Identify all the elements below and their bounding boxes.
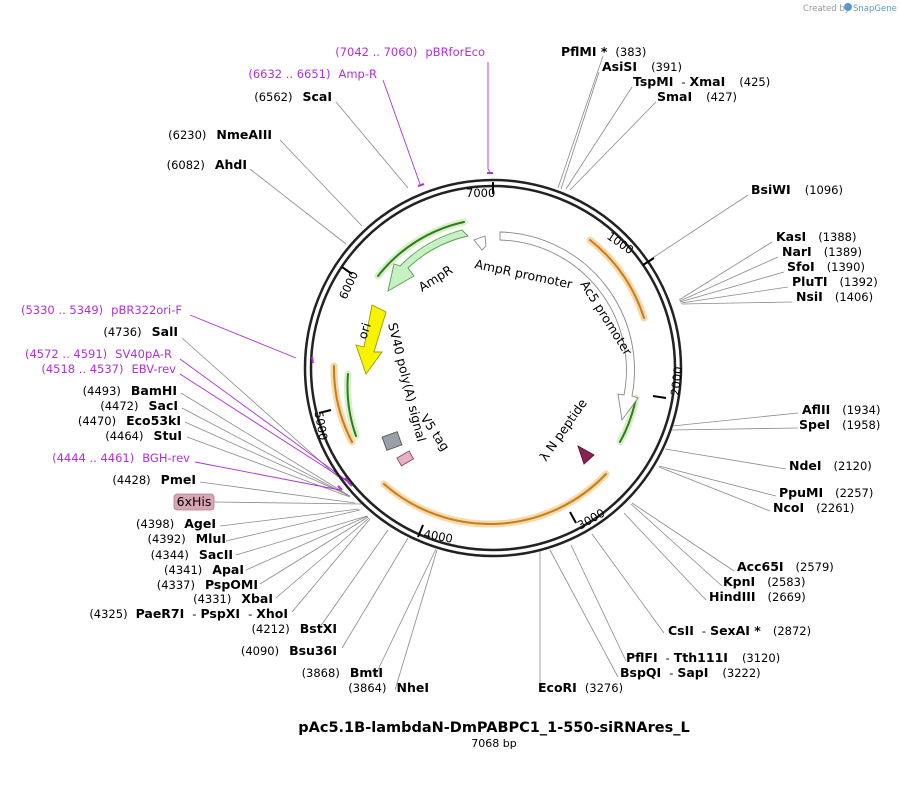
site-sali: (4736)SalI <box>103 324 178 339</box>
site-ecori: EcoRI(3276) <box>538 680 623 695</box>
site-nmeaiii: (6230)NmeAIII <box>168 127 272 142</box>
primer-bgh-rev: (4444 .. 4461)BGH-rev <box>52 451 190 465</box>
site-apai: (4341)ApaI <box>164 562 244 577</box>
ori-label: ori <box>355 321 374 341</box>
site-sacii: (4344)SacII <box>151 547 233 562</box>
site-ahdi: (6082)AhdI <box>167 157 247 172</box>
primer-leader-lines <box>179 62 491 491</box>
tick-label-5000: 5000 <box>312 410 331 441</box>
site-leader-lines <box>180 55 799 691</box>
site-kpni: KpnI(2583) <box>723 574 805 589</box>
site-bsiwi: BsiWI(1096) <box>751 182 843 197</box>
primer-amp-r: (6632 .. 6651)Amp-R <box>248 67 377 81</box>
primer-pbrforeco: (7042 .. 7060)pBRforEco <box>335 45 485 59</box>
site-asisi: AsiSI(391) <box>602 59 682 74</box>
site-saci: (4472)SacI <box>100 398 178 413</box>
site-labels-right: PflMI *(383) AsiSI(391) TspMI-XmaI(425) … <box>538 44 881 695</box>
site-ndei: NdeI(2120) <box>789 458 872 473</box>
site-eco53ki: (4470)Eco53kI <box>78 413 181 428</box>
site-ppumi: PpuMI(2257) <box>779 485 873 500</box>
primer-pbr322ori-f: (5330 .. 5349)pBR322ori-F <box>21 303 182 317</box>
site-nhei: (3864)NheI <box>348 680 429 695</box>
primer-labels: (7042 .. 7060)pBRforEco (6632 .. 6651)Am… <box>21 45 485 465</box>
site-smai: SmaI(427) <box>657 89 737 104</box>
ampr-promoter-label: AmpR promoter <box>473 256 574 292</box>
snapgene-logo-icon <box>844 3 852 11</box>
site-bamhi: (4493)BamHI <box>83 383 177 398</box>
site-agei: (4398)AgeI <box>136 516 216 531</box>
site-pflmi: PflMI *(383) <box>561 44 646 59</box>
lambda-n-arrow <box>577 445 595 465</box>
site-nari: NarI(1389) <box>782 244 862 259</box>
primer-markers <box>311 172 493 491</box>
ampr-feature-arrow <box>387 229 469 292</box>
site-bstxi: (4212)BstXI <box>252 621 337 636</box>
tick-label-2000: 2000 <box>668 366 685 397</box>
site-mlui: (4392)MluI <box>147 531 226 546</box>
site-bsu36i: (4090)Bsu36I <box>241 643 337 658</box>
site-stui: (4464)StuI <box>105 428 182 443</box>
ac5-promoter-arrow <box>499 231 639 422</box>
site-bmti: (3868)BmtI <box>302 665 383 680</box>
v5-tag-box <box>396 450 415 467</box>
tick-label-4000: 4000 <box>423 527 454 546</box>
site-sfoi: SfoI(1390) <box>787 259 865 274</box>
tick-marks <box>318 182 667 538</box>
site-nsii: NsiI(1406) <box>796 289 873 304</box>
credit-prefix: Created by <box>803 4 850 14</box>
his-tag-label: 6xHis <box>177 494 212 509</box>
plasmid-title: pAc5.1B-lambdaN-DmPABPC1_1-550-siRNAres_… <box>298 720 689 736</box>
tick-label-7000: 7000 <box>466 186 495 200</box>
site-pflfi-tth111i: PflFI-Tth111I(3120) <box>626 650 780 665</box>
sv40-polya-box <box>381 431 403 451</box>
plasmid-length: 7068 bp <box>471 737 516 750</box>
site-hindiii: HindIII(2669) <box>709 589 806 604</box>
ori-feature-arrow <box>355 304 387 375</box>
site-xbai: (4331)XbaI <box>193 591 273 606</box>
orf-arcs <box>330 236 648 528</box>
site-aflii: AflII(1934) <box>802 402 881 417</box>
credit-brand: SnapGene <box>853 4 897 14</box>
site-pluti: PluTI(1392) <box>792 274 878 289</box>
site-scai: (6562)ScaI <box>254 89 332 104</box>
site-pspomi: (4337)PspOMI <box>157 577 258 592</box>
site-csii-sexai: CsII-SexAI *(2872) <box>668 623 811 638</box>
site-acc65i: Acc65I(2579) <box>737 559 834 574</box>
tick-label-6000: 6000 <box>336 269 361 301</box>
site-paer7i-pspxi-xhoi: (4325)PaeR7I-PspXI-XhoI <box>89 606 288 621</box>
site-tspmi-xmai: TspMI-XmaI(425) <box>633 74 770 89</box>
his-leader <box>213 501 363 505</box>
backbone-outer <box>303 178 683 558</box>
site-pmei: (4428)PmeI <box>112 472 196 487</box>
primer-ebv-rev: (4518 .. 4537)EBV-rev <box>41 362 176 376</box>
site-spei: SpeI(1958) <box>799 417 880 432</box>
site-kasi: KasI(1388) <box>776 229 856 244</box>
site-labels-left: (3864)NheI (3868)BmtI (4090)Bsu36I (4212… <box>78 89 429 695</box>
ampr-label: AmpR <box>416 262 456 295</box>
ampr-promoter-arrow <box>473 235 487 251</box>
site-bspqi-sapi: BspQI-SapI(3222) <box>620 665 761 680</box>
site-ncoi: NcoI(2261) <box>773 500 854 515</box>
primer-sv40pa-r: (4572 .. 4591)SV40pA-R <box>25 347 172 361</box>
